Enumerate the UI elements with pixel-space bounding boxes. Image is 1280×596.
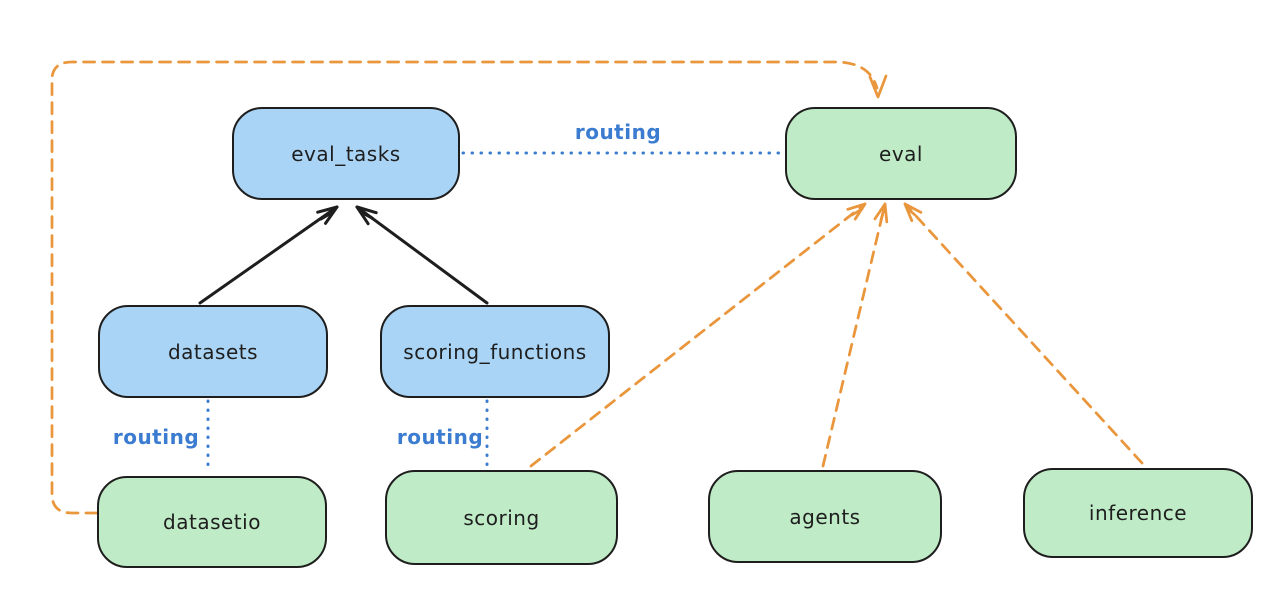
routing-label-eval-tasks-eval: routing [574,120,662,144]
node-scoring-functions-label: scoring_functions [403,339,587,364]
edge-inference-to-eval [903,202,1144,465]
node-inference-label: inference [1088,501,1188,525]
edge-datasets-to-eval-tasks [198,205,339,305]
node-datasets: datasets [98,305,328,398]
node-agents-label: agents [789,504,861,529]
node-agents: agents [708,470,942,563]
routing-label-datasets-datasetio: routing [112,425,200,449]
node-eval-tasks-label: eval_tasks [291,141,401,166]
node-inference: inference [1023,468,1253,558]
node-eval-label: eval [879,141,923,166]
routing-label-scoring-functions-scoring: routing [396,425,484,449]
edge-datasetio-to-eval [50,60,888,515]
edge-agents-to-eval [821,202,889,468]
node-eval: eval [785,107,1017,200]
node-scoring-label: scoring [463,505,540,530]
node-eval-tasks: eval_tasks [232,107,460,200]
node-datasetio: datasetio [97,476,327,568]
node-scoring: scoring [385,470,618,565]
node-scoring-functions: scoring_functions [380,305,610,398]
node-datasetio-label: datasetio [163,510,261,534]
edge-scoring-to-eval [529,202,867,468]
edge-scoring-functions-to-eval-tasks [355,205,489,305]
node-datasets-label: datasets [167,339,259,364]
